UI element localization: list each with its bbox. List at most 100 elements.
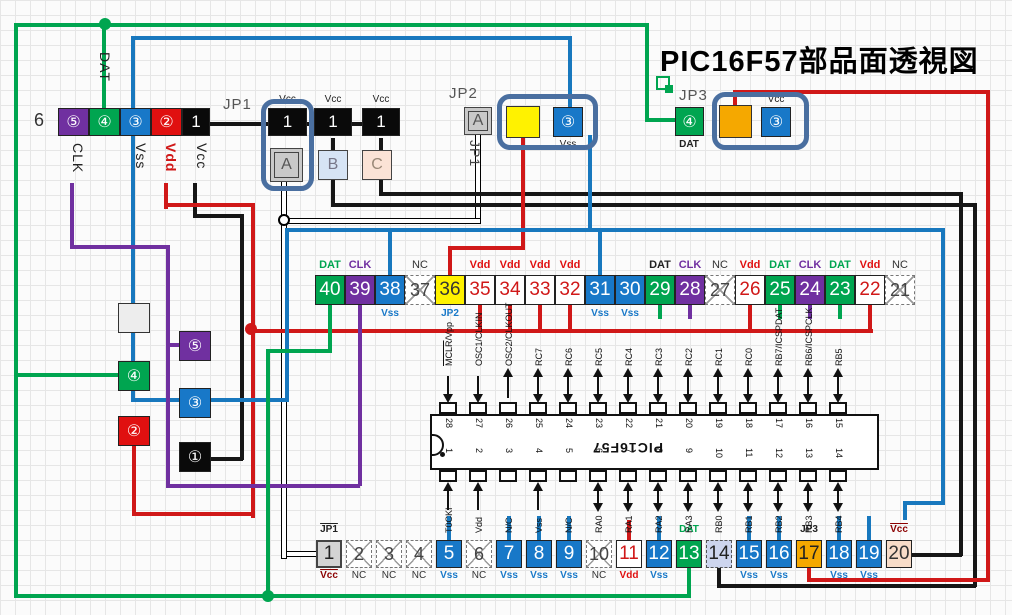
chip-pin-number: 13 [804, 448, 814, 459]
chip-pin-arrow [807, 488, 809, 510]
chip-pin-arrow [657, 376, 659, 398]
chip-pin-stub [589, 402, 607, 414]
wire [973, 203, 977, 587]
wire [903, 501, 907, 520]
chip-pin-number: 7 [624, 448, 634, 454]
connector-clk-label: CLK [70, 143, 86, 174]
chip-pin-stub [679, 470, 697, 482]
wire [131, 36, 572, 40]
wire [131, 135, 135, 402]
top-pin-sublabel: Vss [381, 308, 399, 319]
chip-pin-number: 28 [444, 418, 454, 429]
arrow-head-up-icon [593, 482, 603, 491]
arrow-head-down-icon [653, 503, 663, 512]
top-pin-label: NC [412, 259, 428, 271]
chip-pin-label: RC1 [714, 347, 724, 366]
chip-pin-number: 3 [504, 448, 514, 454]
wire [448, 246, 525, 250]
chip-pin-stub [739, 402, 757, 414]
connector-pin-3: ③ [120, 108, 151, 136]
wire [132, 512, 255, 516]
jp3-marker-outline [656, 76, 670, 90]
chip-pin-stub [679, 402, 697, 414]
left-box-4: ④ [118, 361, 150, 391]
jp2-highlight-outline [497, 94, 598, 150]
chip-pin-number: 9 [684, 448, 694, 454]
chip-pin-number: 4 [534, 448, 544, 454]
wire [131, 36, 135, 111]
bottom-pin-sublabel: NC [471, 570, 487, 581]
jp2-a-box: A [464, 107, 492, 135]
top-pin-30: 30 [615, 275, 645, 305]
chip-pin-arrow [747, 376, 749, 398]
chip-pin-number: 22 [624, 418, 634, 429]
bottom-pin-label: JP1 [320, 524, 338, 535]
chip-pin-label: RB7/ICSPDAT [774, 307, 784, 366]
top-pin-label: Vdd [559, 259, 581, 271]
wire [379, 192, 962, 196]
arrow-head-down-icon [653, 394, 663, 403]
left-box-2: ② [118, 416, 150, 446]
jp1-pin-box-2: 1 [314, 108, 352, 136]
bottom-pin-17: 17 [796, 540, 822, 568]
chip-body: PIC16F57 [430, 414, 879, 470]
wire [748, 305, 752, 331]
wire [285, 228, 289, 402]
arrow-head-up-icon [503, 368, 513, 377]
bottom-pin-10: 10 [586, 540, 612, 568]
chip-pin-stub [739, 470, 757, 482]
chip-pin-arrow [807, 376, 809, 398]
top-pin-sublabel: Vss [621, 308, 639, 319]
wire [747, 516, 751, 542]
jp2-yellow-box [506, 106, 540, 138]
wire [837, 516, 841, 542]
arrow-head-up-icon [803, 368, 813, 377]
wire [251, 203, 255, 518]
chip-pin-stub [709, 470, 727, 482]
arrow-head-down-icon [593, 394, 603, 403]
bottom-pin-6: 6 [466, 540, 492, 568]
chip-pin-label: T0CKI [444, 507, 454, 533]
wire [717, 566, 721, 586]
chip-pin-stub [499, 402, 517, 414]
top-pin-35: 35 [465, 275, 495, 305]
chip-pin-stub [709, 402, 727, 414]
chip-pin-number: 19 [714, 418, 724, 429]
top-pin-27: 27 [705, 275, 735, 305]
bottom-pin-sublabel: Vss [560, 570, 578, 581]
chip-pin-stub [649, 470, 667, 482]
bottom-pin-13: 13 [676, 540, 702, 568]
chip-pin-number: 16 [804, 418, 814, 429]
arrow-head-up-icon [593, 368, 603, 377]
top-pin-33: 33 [525, 275, 555, 305]
wire [210, 457, 243, 461]
chip-pin-label: RB1 [744, 515, 754, 533]
chip-pin-arrow [837, 376, 839, 398]
top-pin-21: 21 [885, 275, 915, 305]
chip-pin-arrow [567, 376, 569, 398]
chip-pin-number: 1 [444, 448, 454, 454]
jp3-blue-pin: ③ [761, 107, 791, 137]
bottom-pin-5: 5 [436, 540, 462, 568]
junction-dot [262, 590, 274, 602]
wire [537, 516, 541, 542]
wire [328, 305, 332, 353]
arrow-head-up-icon [533, 482, 543, 491]
chip-pin-number: 11 [744, 448, 754, 458]
arrow-head-down-icon [623, 394, 633, 403]
top-pin-sublabel: JP2 [441, 308, 459, 319]
chip-pin-arrow [747, 488, 749, 510]
chip-pin-label: RC0 [744, 347, 754, 366]
wire [266, 349, 270, 598]
top-pin-34: 34 [495, 275, 525, 305]
chip-pin-stub [589, 470, 607, 482]
bottom-pin-15: 15 [736, 540, 762, 568]
wire [568, 305, 572, 331]
chip-pin-arrow [837, 488, 839, 510]
jp3-highlight-outline [712, 92, 809, 150]
chip-pin-stub [529, 402, 547, 414]
chip-pin-stub [469, 470, 487, 482]
bottom-pin-19: 19 [856, 540, 882, 568]
arrow-head-down-icon [443, 394, 453, 403]
chip-pin-arrow [447, 376, 449, 398]
